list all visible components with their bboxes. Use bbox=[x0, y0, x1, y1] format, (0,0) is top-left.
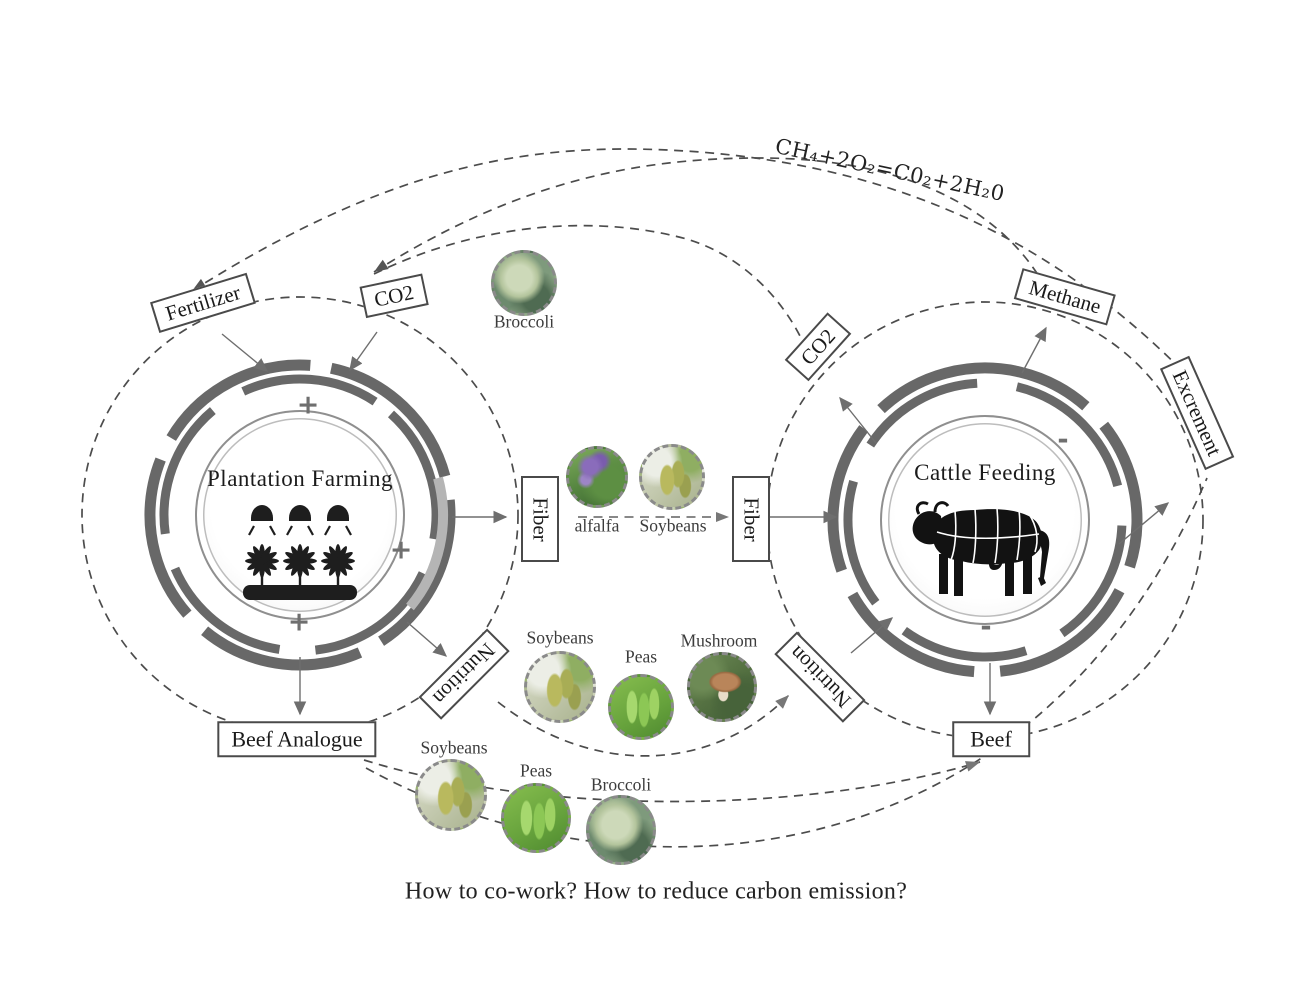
arc-nutrition-to-nutrition bbox=[497, 694, 790, 757]
mushroom-photo bbox=[687, 652, 757, 722]
arrowhead-fiber-mid bbox=[716, 512, 729, 522]
cow-body bbox=[932, 509, 1042, 565]
minus-sign-top: - bbox=[1057, 424, 1069, 456]
beef-analogue-label: Beef Analogue bbox=[217, 721, 377, 757]
plantation-title: Plantation Farming bbox=[207, 466, 393, 491]
beef-label: Beef bbox=[952, 721, 1030, 757]
cow-tail bbox=[1035, 530, 1050, 578]
arrow-ring-to-methane bbox=[1021, 326, 1047, 374]
broccoli-row3-caption: Broccoli bbox=[590, 774, 652, 795]
soybeans-mid-photo bbox=[639, 444, 705, 510]
arc-co2right-to-co2left bbox=[373, 224, 803, 341]
plus-sign-bottom: + bbox=[287, 606, 311, 638]
dashed-arrowheads bbox=[192, 259, 980, 772]
soybeans-row2-photo bbox=[524, 651, 596, 723]
arrow-ring-to-co2right bbox=[839, 396, 877, 444]
cow-leg bbox=[1005, 556, 1014, 596]
bottom-question-text: How to co-work? How to reduce carbon emi… bbox=[404, 878, 908, 905]
cow-horn bbox=[933, 501, 950, 513]
peas-row2-photo bbox=[608, 674, 674, 740]
broccoli-row3-photo bbox=[586, 795, 656, 865]
soybeans-row2-caption: Soybeans bbox=[526, 627, 594, 648]
arrow-fertilizer-to-ring bbox=[221, 333, 269, 372]
fiber-right-label: Fiber bbox=[732, 476, 770, 562]
cow-leg bbox=[939, 554, 948, 594]
arc-methane-to-co2 bbox=[373, 157, 1047, 289]
arrow-ring-to-nutritionleft bbox=[406, 621, 448, 657]
planter-box bbox=[243, 585, 357, 600]
butcher-cow-icon bbox=[912, 501, 1050, 596]
soybeans-row3-photo bbox=[415, 759, 487, 831]
mushroom-caption: Mushroom bbox=[680, 630, 758, 651]
plus-sign-right: + bbox=[389, 534, 413, 566]
plus-sign-top: + bbox=[296, 389, 320, 421]
soybeans-mid-caption: Soybeans bbox=[639, 515, 707, 536]
arc-bottom-outer bbox=[365, 477, 1208, 848]
plantation-ring-light-segment bbox=[406, 476, 449, 611]
lamp-rays bbox=[248, 525, 352, 536]
butcher-cut-lines bbox=[936, 507, 1040, 564]
fiber-left-label: Fiber bbox=[521, 476, 559, 562]
cow-leg bbox=[954, 556, 963, 596]
broccoli-top-caption: Broccoli bbox=[493, 311, 555, 332]
arc-methane-to-fertilizer bbox=[191, 148, 1204, 393]
peas-row3-caption: Peas bbox=[519, 760, 553, 781]
cow-leg bbox=[1023, 553, 1032, 594]
plants bbox=[245, 544, 355, 585]
arrow-co2left-to-ring bbox=[349, 331, 378, 372]
alfalfa-photo bbox=[566, 446, 628, 508]
cow-udder bbox=[988, 560, 1003, 570]
peas-row2-caption: Peas bbox=[624, 646, 658, 667]
cow-horn bbox=[915, 501, 929, 515]
arrowhead-at-nutrition-right bbox=[775, 695, 789, 709]
cattle-ring-bands bbox=[827, 362, 1143, 678]
minus-sign-bottom: - bbox=[980, 611, 992, 643]
grow-lamps bbox=[251, 505, 349, 521]
arrowhead-at-co2-left bbox=[374, 259, 389, 272]
cattle-title: Cattle Feeding bbox=[914, 460, 1056, 485]
plantation-ring-bands bbox=[144, 359, 456, 671]
plants-under-grow-lamps-icon bbox=[243, 505, 357, 600]
arrowhead-at-beef bbox=[964, 761, 980, 772]
broccoli-top-photo bbox=[491, 250, 557, 316]
solid-arrows bbox=[221, 326, 1170, 716]
alfalfa-caption: alfalfa bbox=[574, 515, 620, 536]
cow-head bbox=[912, 511, 943, 545]
peas-row3-photo bbox=[501, 783, 571, 853]
arrow-nutritionright-to-ring bbox=[850, 617, 894, 654]
soybeans-row3-caption: Soybeans bbox=[420, 737, 488, 758]
arrow-ring-to-excrement bbox=[1118, 502, 1170, 545]
